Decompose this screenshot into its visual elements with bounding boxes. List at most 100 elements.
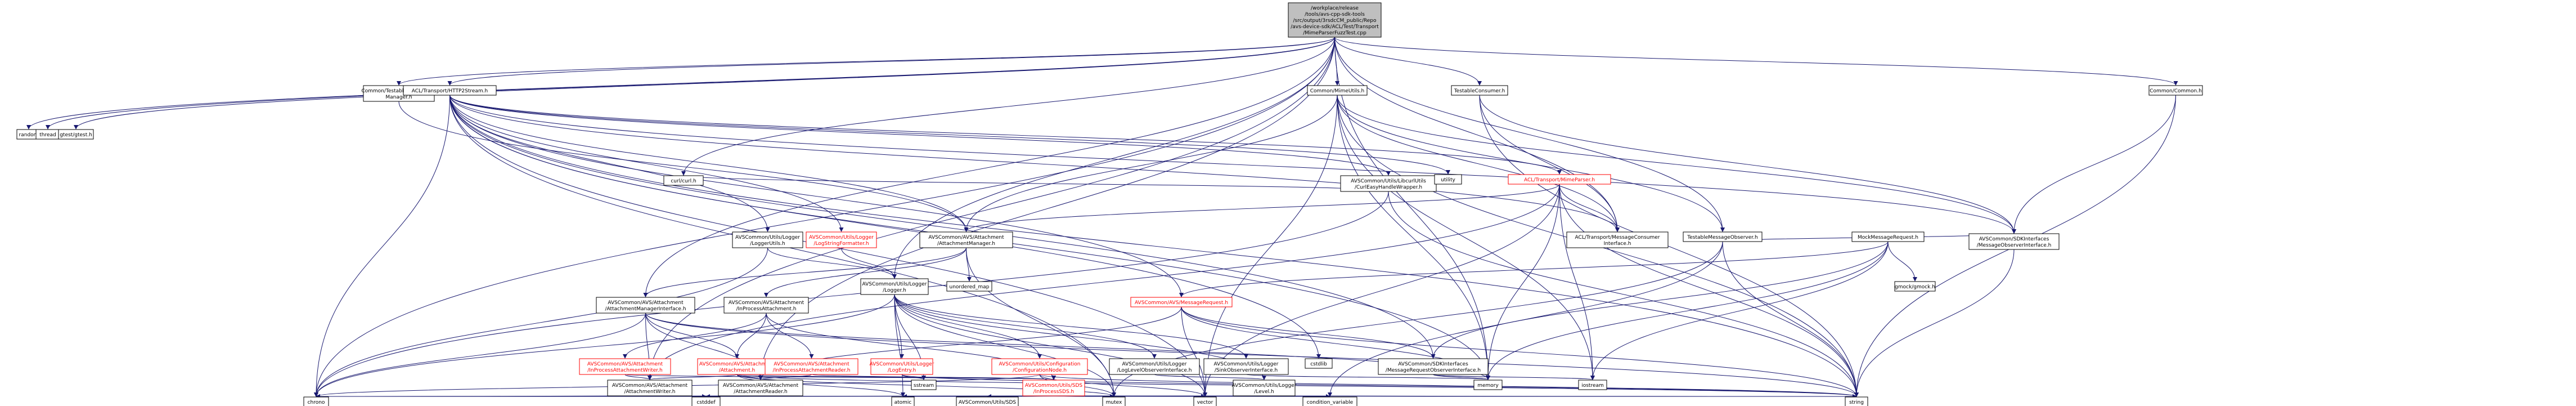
node-gmock[interactable]: gmock/gmock.h	[1894, 281, 1936, 292]
node-msgreqobs[interactable]: AVSCommon/SDKInterfaces/MessageRequestOb…	[1378, 358, 1489, 375]
node-string[interactable]: string	[1845, 396, 1868, 406]
node-loggerh[interactable]: AVSCommon/Utils/Logger/Logger.h	[860, 278, 929, 295]
node-label-line: TestableConsumer.h	[1454, 88, 1505, 94]
edge-loggerh-to-atomic	[894, 294, 905, 397]
node-label-line: AVSCommon/Utils/Logger	[809, 235, 874, 240]
node-logentry[interactable]: AVSCommon/Utils/Logger/LogEntry.h	[870, 358, 934, 375]
node-label-line: ACL/Transport/MessageConsumer	[1575, 235, 1660, 240]
edge-mockmsgreq-to-gmock	[1887, 241, 1917, 282]
edge-confignode-to-vector	[1039, 374, 1207, 397]
node-label-line: /Logger.h	[883, 288, 906, 293]
edge-mimeutils-to-testablemsg	[1337, 95, 1725, 232]
edge-root-to-memory	[1334, 37, 1490, 380]
node-memory[interactable]: memory	[1473, 380, 1503, 390]
node-label-line: AVSCommon/AVS/Attachment	[699, 362, 775, 367]
node-box	[911, 380, 937, 390]
node-commonh[interactable]: Common/Common.h	[2148, 85, 2203, 96]
node-random[interactable]: random	[16, 129, 41, 140]
node-attachwriter[interactable]: AVSCommon/AVS/Attachment/AttachmentWrite…	[607, 380, 693, 396]
node-attachmgr[interactable]: AVSCommon/AVS/Attachment/AttachmentManag…	[919, 231, 1013, 248]
edge-testablemsg-to-string	[1722, 241, 1859, 397]
node-box	[1302, 396, 1357, 406]
edge-mimeparser-to-vector	[1203, 184, 1560, 397]
node-box	[732, 231, 803, 248]
node-thread[interactable]: thread	[35, 129, 60, 140]
node-utility[interactable]: utility	[1434, 174, 1462, 185]
node-attachmgrif[interactable]: AVSCommon/AVS/Attachment/AttachmentManag…	[596, 297, 695, 314]
node-box	[1968, 233, 2060, 250]
edge-commonh-to-msgobserver	[2012, 95, 2176, 234]
node-label-line: iostream	[1581, 383, 1604, 389]
node-inprosds[interactable]: AVSCommon/Utils/SDS/InProcessSDS.h	[1022, 380, 1085, 396]
node-sinkobs[interactable]: AVSCommon/Utils/Logger/SinkObserverInter…	[1203, 358, 1289, 375]
node-readerpolicy[interactable]: AVSCommon/Utils/SDS/ReaderPolicy.h	[956, 396, 1019, 406]
edge-attachh-to-string	[736, 374, 1859, 397]
node-label-line: AVSCommon/SDKInterfaces	[1979, 237, 2049, 242]
node-condvar[interactable]: condition_variable	[1302, 396, 1357, 406]
node-box	[723, 297, 809, 314]
node-label-line: AVSCommon/Utils/Configuration	[999, 362, 1081, 367]
edge-curleasy-to-chrono	[314, 191, 1389, 397]
edge-attachmgrif-to-chrono	[314, 313, 646, 397]
node-cstdlib[interactable]: cstdlib	[1305, 358, 1333, 369]
node-label-line: /AttachmentManagerInterface.h	[605, 306, 686, 312]
node-attachreader[interactable]: AVSCommon/AVS/Attachment/AttachmentReade…	[718, 380, 803, 396]
edge-attachmgrif-to-string	[645, 313, 1859, 397]
node-testablecons[interactable]: TestableConsumer.h	[1451, 85, 1508, 96]
node-httpstream[interactable]: ACL/Transport/HTTP2Stream.h	[403, 85, 497, 96]
node-chrono[interactable]: chrono	[303, 396, 329, 406]
node-sstream[interactable]: sstream	[911, 380, 937, 390]
node-loglevelobs[interactable]: AVSCommon/Utils/Logger/LogLevelObserverI…	[1109, 358, 1200, 375]
node-unordered[interactable]: unordered_map	[946, 281, 992, 292]
edge-httpstream-to-msgrequest	[449, 95, 1184, 297]
edge-httpstream-to-msgreqobs	[449, 95, 1436, 359]
edge-attachmgrif-to-attachh	[645, 313, 739, 359]
node-msgrequest[interactable]: AVSCommon/AVS/MessageRequest.h	[1130, 297, 1233, 307]
node-mimeparser[interactable]: ACL/Transport/MimeParser.h	[1508, 174, 1611, 185]
node-gtest[interactable]: gtest/gtest.h	[58, 129, 94, 140]
edge-httpstream-to-msgconsumer	[449, 95, 1620, 232]
node-root[interactable]: /workplace/release/tools/avs-cpp-sdk-too…	[1288, 2, 1382, 38]
node-label-line: /workplace/release	[1311, 6, 1359, 11]
node-vector[interactable]: vector	[1193, 396, 1217, 406]
edge-logentry-to-sstream	[901, 374, 926, 380]
node-mockmsgreq[interactable]: MockMessageRequest.h	[1851, 231, 1925, 242]
node-cstddef[interactable]: cstddef	[691, 396, 721, 406]
node-levelh[interactable]: AVSCommon/Utils/Logger/Level.h	[1232, 380, 1297, 396]
edge-mimeparser-to-attachwriter	[648, 184, 1560, 380]
node-label-line: AVSCommon/AVS/Attachment	[729, 300, 804, 306]
edge-loglevelobs-to-levelh	[1154, 374, 1266, 380]
node-attachh[interactable]: AVSCommon/AVS/Attachment/Attachment.h	[697, 358, 777, 375]
edge-curleasy-to-string	[1388, 191, 1859, 397]
edge-msgrequest-to-string	[1181, 306, 1859, 397]
edge-inproattach-to-inprowriter	[623, 313, 767, 359]
node-box	[58, 129, 94, 140]
edge-root-to-gtest	[74, 37, 1335, 130]
node-curlh[interactable]: curl/curl.h	[663, 175, 704, 186]
node-inprowriter[interactable]: AVSCommon/AVS/Attachment/InProcessAttach…	[579, 358, 671, 375]
node-box	[718, 380, 803, 396]
node-iostream[interactable]: iostream	[1578, 380, 1607, 390]
node-confignode[interactable]: AVSCommon/Utils/Configuration/Configurat…	[991, 358, 1088, 375]
node-box	[1233, 380, 1296, 396]
node-loggerutils[interactable]: AVSCommon/Utils/Logger/LoggerUtils.h	[732, 231, 803, 248]
node-label-line: gmock/gmock.h	[1895, 284, 1935, 290]
node-inproattach[interactable]: AVSCommon/AVS/Attachment/InProcessAttach…	[723, 297, 809, 314]
node-logstring[interactable]: AVSCommon/Utils/Logger/LogStringFormatte…	[806, 231, 877, 248]
node-label-line: /InProcessAttachment.h	[736, 306, 797, 312]
node-mimeutils[interactable]: Common/MimeUtils.h	[1307, 85, 1368, 96]
node-box	[946, 281, 992, 292]
node-atomic[interactable]: atomic	[891, 396, 915, 406]
node-testablemsg[interactable]: TestableMessageObserver.h	[1683, 231, 1763, 242]
node-label-line: MockMessageRequest.h	[1858, 235, 1918, 240]
node-box	[1578, 380, 1607, 390]
node-label-line: /MimeParserFuzzTest.cpp	[1303, 30, 1366, 36]
node-mutex[interactable]: mutex	[1102, 396, 1126, 406]
node-label-line: AVSCommon/SDKInterfaces	[1398, 362, 1468, 367]
node-label-line: /MessageRequestObserverInterface.h	[1386, 368, 1481, 373]
node-msgobserver[interactable]: AVSCommon/SDKInterfaces/MessageObserverI…	[1968, 233, 2060, 250]
node-inproreader[interactable]: AVSCommon/AVS/Attachment/InProcessAttach…	[765, 358, 858, 375]
node-curleasy[interactable]: AVSCommon/Utils/LibcurlUtils/CurlEasyHan…	[1340, 175, 1437, 192]
